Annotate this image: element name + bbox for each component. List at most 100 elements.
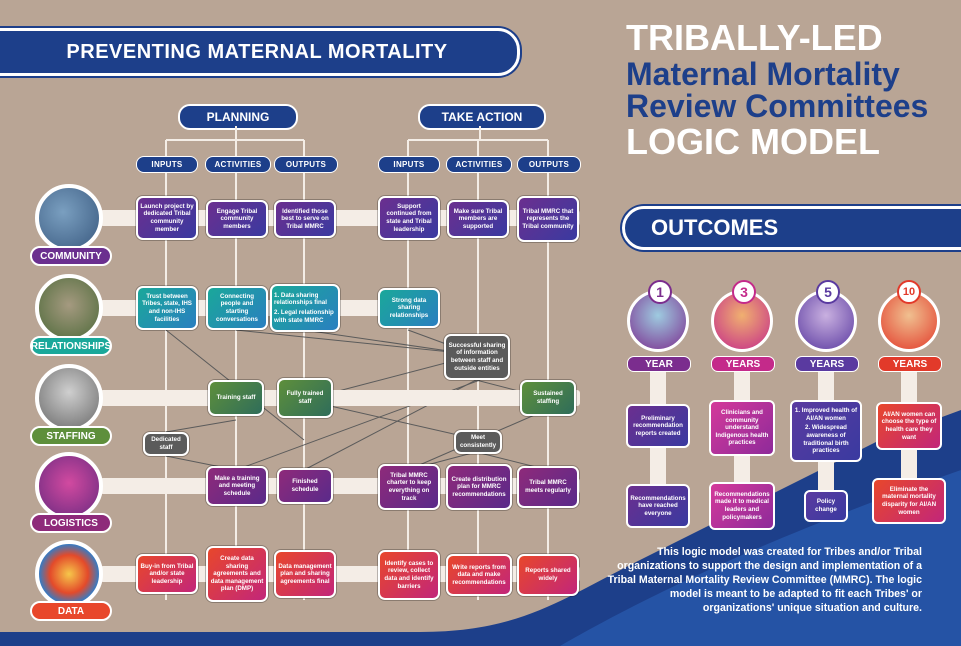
logistics-planning-output: Finished schedule: [277, 468, 333, 504]
outcome-1-box-1-text: Preliminary recommendation reports creat…: [633, 414, 683, 437]
staffing-planning-output: Fully trained staff: [277, 378, 333, 418]
relationships-planning-input: Trust between Tribes, state, IHS and non…: [136, 286, 198, 330]
outcome-10-box-1-text: AI/AN women can choose the type of healt…: [881, 410, 937, 441]
logistics-action-input: Tribal MMRC charter to keep everything o…: [378, 464, 440, 510]
outcome-3-photo: [711, 290, 773, 352]
successful-sharing-box: Successful sharing of information betwee…: [444, 334, 510, 380]
title-line-3: Review Committees: [626, 88, 929, 124]
outcome-1-box-2-text: Recommendations have reached everyone: [630, 494, 686, 517]
action-inputs-label: INPUTS: [378, 156, 440, 173]
relationships-output-item-1: 1. Data sharing relationships final: [274, 291, 327, 307]
logistics-label: LOGISTICS: [30, 513, 112, 533]
outcome-10-number: 10: [897, 280, 921, 304]
outcome-10-box-1: AI/AN women can choose the type of healt…: [876, 402, 942, 450]
community-action-output: Tribal MMRC that represents the Tribal c…: [517, 196, 579, 242]
staffing-label: STAFFING: [30, 426, 112, 446]
outcome-10-box-2-text: Eliminate the maternal mortality dispari…: [881, 485, 937, 516]
footnote: This logic model was created for Tribes …: [604, 546, 922, 616]
outcome-1-years: YEAR: [627, 356, 691, 372]
outcome-1-number-text: 1: [656, 284, 664, 300]
community-label-text: COMMUNITY: [40, 250, 102, 262]
planning-activities-text: ACTIVITIES: [214, 160, 262, 169]
outcomes-banner: OUTCOMES: [622, 206, 961, 250]
community-planning-activity-text: Engage Tribal community members: [216, 207, 258, 230]
outcome-3-number: 3: [732, 280, 756, 304]
community-action-input-text: Support continued from state and Tribal …: [386, 202, 432, 233]
relationships-output-item-2: 2. Legal relationship with state MMRC: [274, 309, 334, 324]
data-action-output: Reports shared widely: [517, 554, 579, 596]
relationships-planning-activity: Connecting people and starting conversat…: [206, 286, 268, 330]
action-inputs-text: INPUTS: [393, 160, 425, 169]
outcomes-title: OUTCOMES: [651, 215, 779, 240]
take-action-pill: TAKE ACTION: [418, 104, 546, 130]
outcome-3-box-2-text: Recommendations made it to medical leade…: [714, 490, 770, 521]
footnote-text: This logic model was created for Tribes …: [607, 546, 922, 614]
header-banner: PREVENTING MATERNAL MORTALITY: [0, 28, 520, 76]
logistics-action-output-text: Tribal MMRC meets regularly: [525, 479, 571, 494]
outcome-10-box-2: Eliminate the maternal mortality dispari…: [872, 478, 946, 524]
community-planning-activity: Engage Tribal community members: [206, 200, 268, 238]
action-outputs-text: OUTPUTS: [528, 160, 570, 169]
data-planning-activity: Create data sharing agreements and data …: [206, 546, 268, 602]
outcome-5-box-1-item-2: 2. Widespread awareness of traditional b…: [803, 424, 849, 455]
community-planning-input: Launch project by dedicated Tribal commu…: [136, 196, 198, 240]
outcome-1-box-1: Preliminary recommendation reports creat…: [626, 404, 690, 448]
relationships-action-input-text: Strong data sharing relationships: [389, 296, 429, 319]
logistics-label-text: LOGISTICS: [44, 517, 98, 529]
community-label: COMMUNITY: [30, 246, 112, 266]
outcome-1-years-text: YEAR: [645, 358, 673, 370]
relationships-planning-activity-text: Connecting people and starting conversat…: [216, 292, 258, 323]
community-planning-output: Identified those best to serve on Tribal…: [274, 200, 336, 238]
outcome-1-number: 1: [648, 280, 672, 304]
relationships-planning-input-text: Trust between Tribes, state, IHS and non…: [142, 292, 192, 323]
outcome-5-number-text: 5: [824, 284, 832, 300]
data-action-output-text: Reports shared widely: [525, 567, 571, 582]
community-action-input: Support continued from state and Tribal …: [378, 196, 440, 240]
data-action-activity: Write reports from data and make recomme…: [446, 554, 512, 596]
data-photo: [35, 540, 103, 608]
outcome-10-years-text: YEARS: [892, 358, 928, 370]
community-action-output-text: Tribal MMRC that represents the Tribal c…: [522, 207, 574, 230]
planning-inputs-label: INPUTS: [136, 156, 198, 173]
outcome-3-box-1: Clinicians and community understand Indi…: [709, 400, 775, 456]
relationships-planning-output: 1. Data sharing relationships final 2. L…: [270, 284, 340, 332]
outcome-1-box-2: Recommendations have reached everyone: [626, 484, 690, 528]
row-band-staffing: [100, 390, 580, 406]
outcome-3-years: YEARS: [711, 356, 775, 372]
planning-activities-label: ACTIVITIES: [205, 156, 271, 173]
main-title: TRIBALLY-LED Maternal Mortality Review C…: [626, 20, 956, 160]
outcome-3-box-1-text: Clinicians and community understand Indi…: [715, 409, 769, 447]
community-photo: [35, 184, 103, 252]
dedicated-staff-text: Dedicated staff: [151, 436, 181, 451]
relationships-action-input: Strong data sharing relationships: [378, 288, 440, 328]
meet-consistently-text: Meet consistently: [459, 434, 497, 449]
logistics-photo: [35, 452, 103, 520]
community-planning-output-text: Identified those best to serve on Tribal…: [281, 207, 329, 230]
data-planning-input: Buy-in from Tribal and/or state leadersh…: [136, 554, 198, 594]
data-label-text: DATA: [57, 605, 85, 617]
planning-outputs-text: OUTPUTS: [285, 160, 327, 169]
outcome-5-number: 5: [816, 280, 840, 304]
title-line-1: TRIBALLY-LED: [626, 17, 883, 58]
community-action-activity: Make sure Tribal members are supported: [447, 200, 509, 238]
header-title: PREVENTING MATERNAL MORTALITY: [66, 40, 448, 63]
relationships-label-text: RELATIONSHIPS: [30, 340, 112, 352]
logistics-action-activity: Create distribution plan for MMRC recomm…: [446, 464, 512, 510]
logistics-action-activity-text: Create distribution plan for MMRC recomm…: [451, 475, 507, 498]
outcome-5-years: YEARS: [795, 356, 859, 372]
logistics-planning-activity: Make a training and meeting schedule: [206, 466, 268, 506]
outcome-5-box-1: 1. Improved health of AI/AN women 2. Wid…: [790, 400, 862, 462]
outcome-5-years-text: YEARS: [809, 358, 845, 370]
relationships-photo: [35, 274, 103, 342]
community-planning-input-text: Launch project by dedicated Tribal commu…: [140, 202, 194, 233]
title-line-4: LOGIC MODEL: [626, 121, 880, 162]
action-activities-text: ACTIVITIES: [455, 160, 503, 169]
data-action-input-text: Identify cases to review, collect data a…: [384, 559, 434, 590]
take-action-label: TAKE ACTION: [441, 110, 523, 124]
dedicated-staff-box: Dedicated staff: [143, 432, 189, 456]
staffing-planning-activity-text: Training staff: [216, 394, 256, 402]
planning-pill: PLANNING: [178, 104, 298, 130]
staffing-label-text: STAFFING: [46, 430, 96, 442]
